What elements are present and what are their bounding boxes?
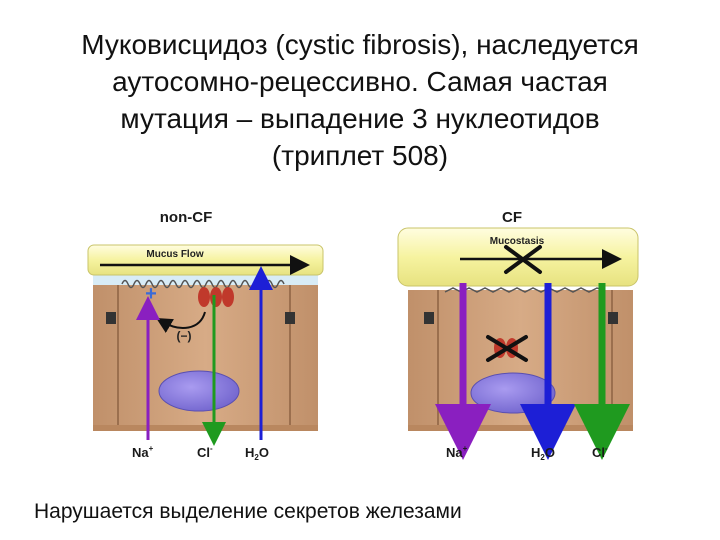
enac-channel-icon: + bbox=[145, 283, 157, 305]
mucus-flow-label: Mucus Flow bbox=[146, 249, 203, 260]
title-line-2: аутосомно-рецессивно. Самая частая bbox=[112, 66, 608, 97]
cl-label: Cl- bbox=[197, 444, 213, 460]
h2o-label: H2O bbox=[245, 445, 269, 462]
tight-junction-right-cf bbox=[608, 312, 618, 324]
mucus-layer bbox=[87, 244, 324, 276]
defective-cftr-icon bbox=[486, 335, 528, 362]
slide-footer: Нарушается выделение секретов железами bbox=[34, 500, 462, 523]
cl-label-cf: Cl- bbox=[592, 444, 608, 460]
cf-panel: CF Mucostasis bbox=[397, 209, 639, 462]
title-line-4: (триплет 508) bbox=[271, 140, 449, 171]
cell-nucleus-cf bbox=[470, 372, 556, 414]
cell-nucleus bbox=[158, 370, 240, 412]
tight-junction-right bbox=[285, 312, 295, 324]
cftr-channel-icon bbox=[198, 287, 234, 307]
inhibition-arrow bbox=[156, 311, 206, 333]
cf-title: CF bbox=[502, 209, 522, 226]
na-label-cf: Na+ bbox=[446, 444, 468, 460]
flattened-cilia bbox=[444, 287, 604, 293]
h2o-label-cf: H2O bbox=[531, 445, 555, 462]
tight-junction-left-cf bbox=[424, 312, 434, 324]
non-cf-panel: non-CF Mucus Flow + (−) bbox=[87, 209, 324, 462]
tight-junction-left bbox=[106, 312, 116, 324]
inhibition-label: (−) bbox=[177, 329, 192, 343]
blocked-cross-icon bbox=[504, 245, 542, 274]
mucostasis-label: Mucostasis bbox=[490, 236, 545, 247]
slide-title: Муковисцидоз (cystic fibrosis), наследуе… bbox=[20, 26, 700, 174]
title-line-3: мутация – выпадение 3 нуклеотидов bbox=[120, 103, 600, 134]
na-label: Na+ bbox=[132, 444, 154, 460]
title-line-1: Муковисцидоз (cystic fibrosis), наследуе… bbox=[81, 29, 639, 60]
non-cf-title: non-CF bbox=[160, 209, 212, 226]
